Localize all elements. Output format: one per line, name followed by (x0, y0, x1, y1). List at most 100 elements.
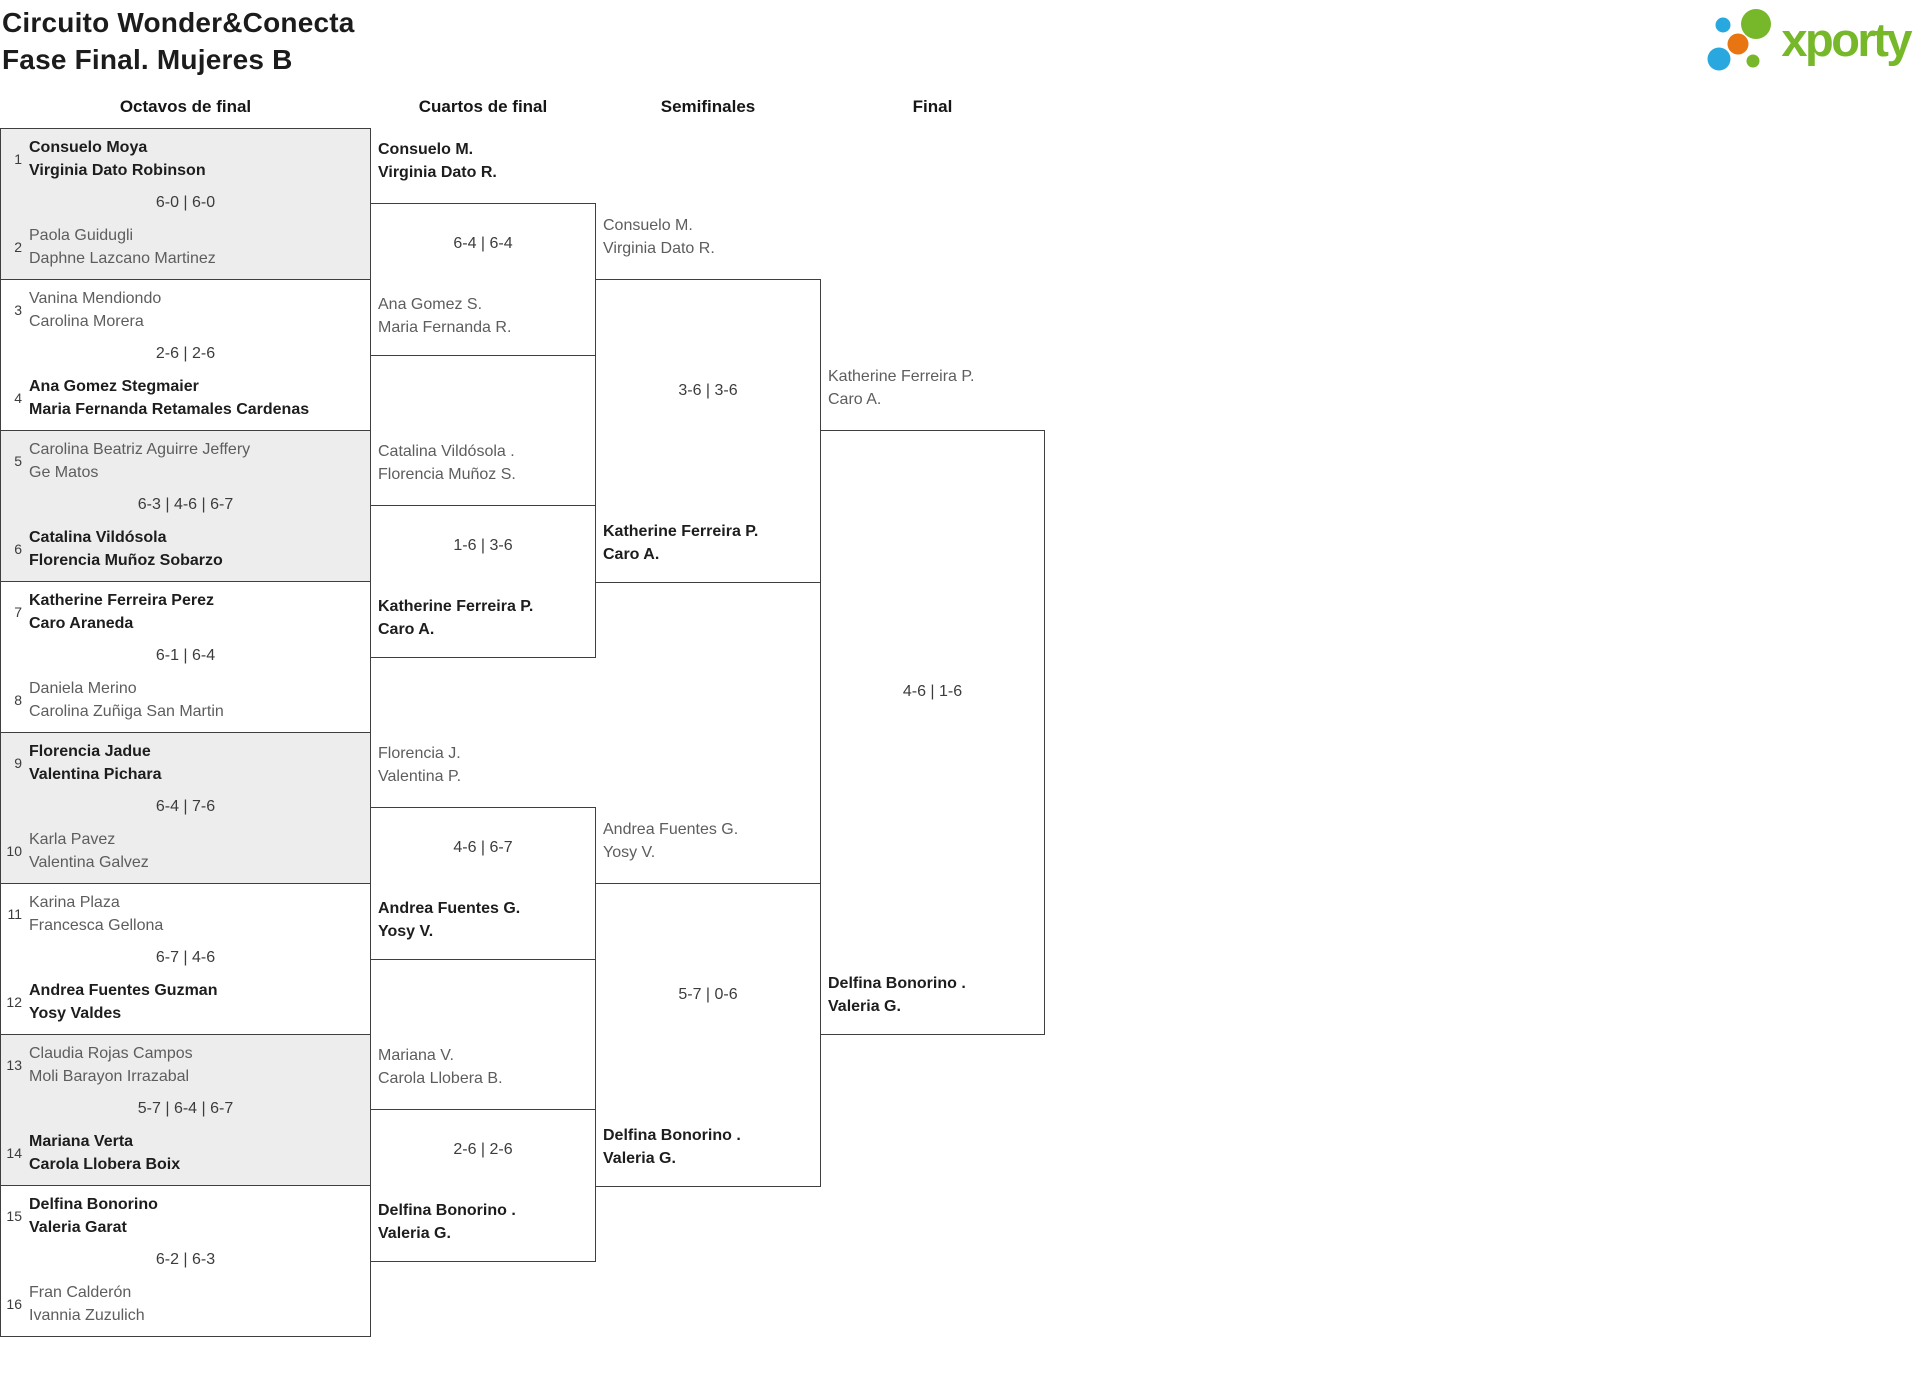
player-name: Ana Gomez Stegmaier (29, 378, 199, 395)
player-name: Florencia J. (378, 745, 461, 762)
player-name: Yosy V. (378, 923, 434, 940)
player-name: Moli Barayon Irrazabal (29, 1068, 190, 1085)
player-name: Carolina Morera (29, 313, 144, 330)
player-name: Carola Llobera B. (378, 1070, 503, 1087)
player-name: Yosy V. (603, 844, 656, 861)
player-name: Mariana V. (378, 1047, 454, 1064)
team-names: Delfina Bonorino . Valeria G. (828, 972, 966, 1018)
match-score: 6-4 | 6-4 (453, 235, 513, 252)
match-semifinal-1: Consuelo M. Virginia Dato R. 3-6 | 3-6 K… (595, 217, 821, 583)
player-name: Katherine Ferreira Perez (29, 592, 214, 609)
seed-number: 9 (14, 755, 22, 771)
player-name: Delfina Bonorino . (378, 1202, 516, 1219)
team-slot-bottom: 6 Catalina Vildósola Florencia Muñoz Sob… (1, 526, 370, 572)
match-octavos-2: 3 Vanina Mendiondo Carolina Morera 2-6 |… (0, 279, 371, 431)
match-score: 6-2 | 6-3 (155, 1251, 216, 1268)
match-octavos-4: 7 Katherine Ferreira Perez Caro Araneda … (0, 581, 371, 733)
player-name: Francesca Gellona (29, 917, 164, 934)
team-names: Consuelo M. Virginia Dato R. (378, 138, 497, 184)
team-slot-bottom: 4 Ana Gomez Stegmaier Maria Fernanda Ret… (1, 375, 370, 421)
player-name: Florencia Muñoz Sobarzo (29, 552, 223, 569)
xporty-logo-text: xporty (1781, 13, 1912, 66)
player-name: Valentina P. (378, 768, 462, 785)
match-final: Katherine Ferreira P. Caro A. 4-6 | 1-6 … (820, 368, 1045, 1035)
team-names: Delfina Bonorino . Valeria G. (603, 1124, 741, 1170)
match-score: 3-6 | 3-6 (678, 382, 738, 399)
team-names: Katherine Ferreira P. Caro A. (603, 520, 758, 566)
match-score: 4-6 | 6-7 (453, 839, 513, 856)
player-name: Maria Fernanda R. (378, 319, 512, 336)
player-name: Katherine Ferreira P. (378, 598, 534, 615)
player-name: Carolina Zuñiga San Martin (29, 703, 224, 720)
seed-number: 7 (14, 604, 22, 620)
player-name: Paola Guidugli (29, 227, 134, 244)
player-name: Vanina Mendiondo (29, 290, 162, 307)
seed-number: 5 (14, 453, 22, 469)
team-names: Andrea Fuentes G. Yosy V. (378, 897, 520, 943)
team-slot-bottom: 8 Daniela Merino Carolina Zuñiga San Mar… (1, 677, 370, 723)
tournament-name: Circuito Wonder&Conecta (2, 7, 355, 38)
team-slot-top: 7 Katherine Ferreira Perez Caro Araneda (1, 589, 370, 635)
seed-number: 8 (14, 692, 22, 708)
team-names: Andrea Fuentes G. Yosy V. (603, 818, 738, 864)
team-names: Fran Calderón Ivannia Zuzulich (29, 1281, 145, 1327)
seed-number: 1 (14, 151, 22, 167)
match-score: 4-6 | 1-6 (902, 683, 963, 700)
team-slot-top: 11 Karina Plaza Francesca Gellona (1, 891, 370, 937)
round-header-final: Final (912, 97, 953, 116)
round-header-octavos: Octavos de final (119, 97, 252, 116)
seed-number: 12 (6, 994, 22, 1010)
team-names: Katherine Ferreira P. Caro A. (378, 595, 533, 641)
seed-number: 10 (6, 843, 22, 859)
player-name: Florencia Jadue (29, 743, 151, 760)
round-header-cuartos: Cuartos de final (418, 97, 548, 116)
match-score: 2-6 | 2-6 (155, 345, 216, 362)
player-name: Daphne Lazcano Martinez (29, 250, 216, 267)
player-name: Delfina Bonorino . (828, 975, 966, 992)
player-name: Virginia Dato R. (378, 164, 497, 181)
player-name: Ge Matos (29, 464, 99, 481)
team-names: Consuelo Moya Virginia Dato Robinson (29, 136, 206, 182)
team-slot-top: 1 Consuelo Moya Virginia Dato Robinson (1, 136, 370, 182)
seed-number: 4 (14, 390, 22, 406)
page-title: Circuito Wonder&Conecta Fase Final. Muje… (2, 4, 355, 78)
round-header-semifinales: Semifinales (660, 97, 756, 116)
seed-number: 3 (14, 302, 22, 318)
player-name: Daniela Merino (29, 680, 137, 697)
team-names: Karina Plaza Francesca Gellona (29, 891, 163, 937)
player-name: Katherine Ferreira P. (828, 368, 975, 385)
match-octavos-5: 9 Florencia Jadue Valentina Pichara 6-4 … (0, 732, 371, 884)
team-slot-top: 13 Claudia Rojas Campos Moli Barayon Irr… (1, 1042, 370, 1088)
player-name: Consuelo Moya (29, 139, 148, 156)
team-slot-bottom: 2 Paola Guidugli Daphne Lazcano Martinez (1, 224, 370, 270)
player-name: Valeria G. (378, 1225, 451, 1242)
seed-number: 2 (14, 239, 22, 255)
team-slot-bottom: 16 Fran Calderón Ivannia Zuzulich (1, 1281, 370, 1327)
team-slot-top: 15 Delfina Bonorino Valeria Garat (1, 1193, 370, 1239)
match-octavos-6: 11 Karina Plaza Francesca Gellona 6-7 | … (0, 883, 371, 1035)
player-name: Delfina Bonorino . (603, 1127, 741, 1144)
player-name: Mariana Verta (29, 1133, 134, 1150)
player-name: Catalina Vildósola . (378, 443, 515, 460)
team-slot-top: 9 Florencia Jadue Valentina Pichara (1, 740, 370, 786)
team-names: Delfina Bonorino . Valeria G. (378, 1199, 516, 1245)
player-name: Caro Araneda (29, 615, 134, 632)
player-name: Maria Fernanda Retamales Cardenas (29, 401, 310, 418)
match-score: 6-0 | 6-0 (155, 194, 216, 211)
player-name: Florencia Muñoz S. (378, 466, 516, 483)
player-name: Katherine Ferreira P. (603, 523, 759, 540)
seed-number: 16 (6, 1296, 22, 1312)
match-score: 6-7 | 4-6 (155, 949, 216, 966)
team-names: Paola Guidugli Daphne Lazcano Martinez (29, 224, 216, 270)
match-cuartos-4: Mariana V. Carola Llobera B. 2-6 | 2-6 D… (370, 1047, 596, 1262)
xporty-logo[interactable]: xporty (1705, 6, 1912, 79)
player-name: Virginia Dato R. (603, 240, 715, 257)
seed-number: 6 (14, 541, 22, 557)
team-names: Claudia Rojas Campos Moli Barayon Irraza… (29, 1042, 193, 1088)
player-name: Consuelo M. (378, 141, 474, 158)
team-names: Florencia J. Valentina P. (378, 742, 461, 788)
team-names: Andrea Fuentes Guzman Yosy Valdes (29, 979, 217, 1025)
player-name: Andrea Fuentes Guzman (29, 982, 218, 999)
player-name: Caro A. (603, 546, 660, 563)
player-name: Carolina Beatriz Aguirre Jeffery (29, 441, 251, 458)
